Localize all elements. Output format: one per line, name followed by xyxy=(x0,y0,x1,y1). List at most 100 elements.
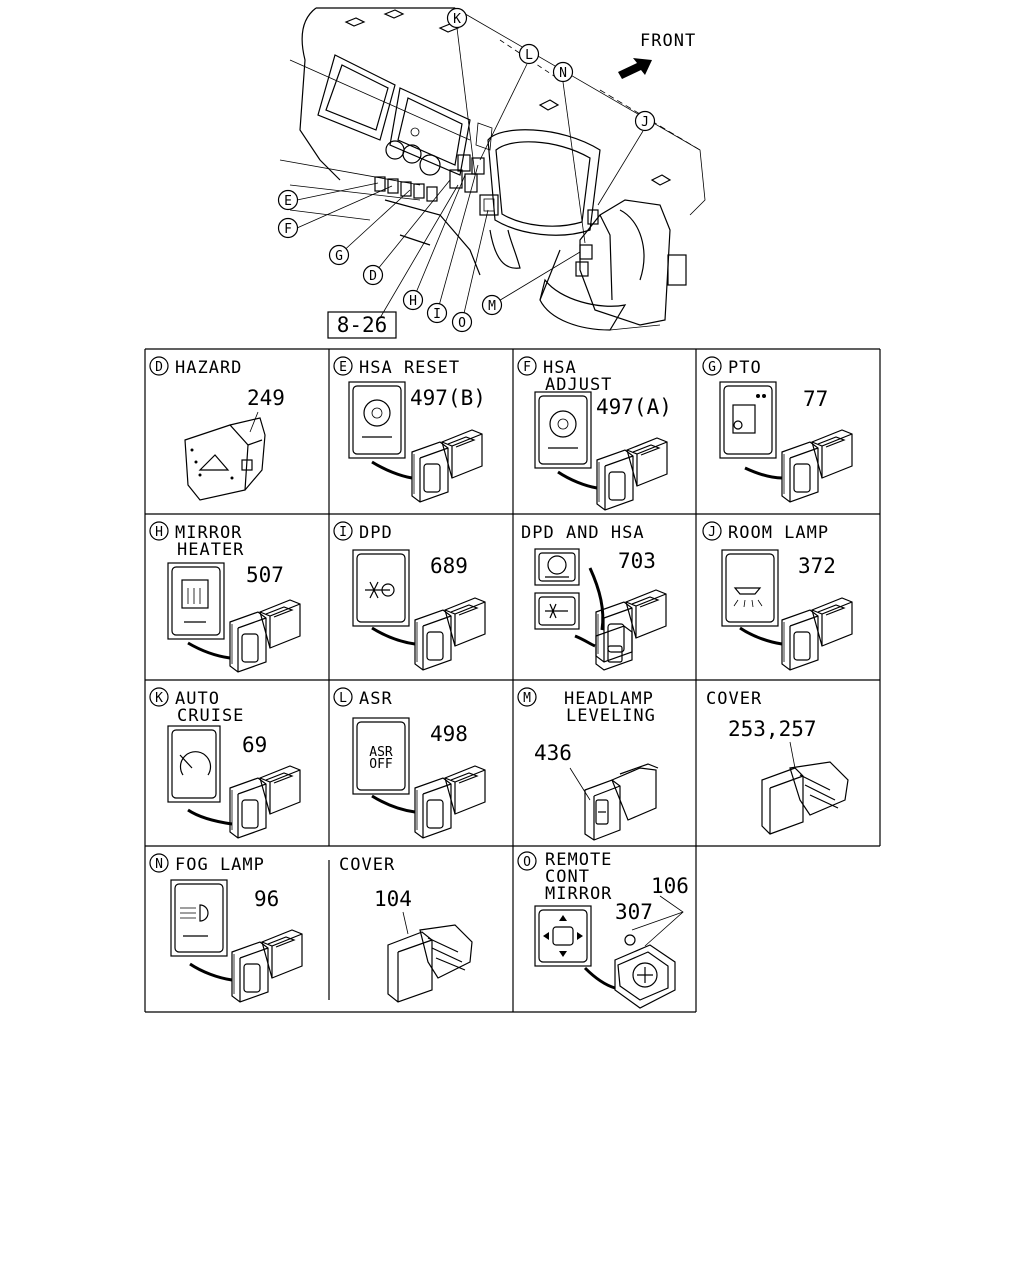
cell-cover-253-257: COVER 253,257 xyxy=(706,689,849,835)
callout-g: G xyxy=(328,244,350,266)
callout-m: M xyxy=(481,294,503,316)
label-text: J xyxy=(708,525,716,540)
label-text: CRUISE xyxy=(177,706,244,726)
reference-box: 8-26 xyxy=(327,311,397,339)
label-text: I xyxy=(433,307,441,322)
label-text: N xyxy=(559,66,567,81)
callout-l: L xyxy=(518,43,540,65)
cell-k-auto-cruise: K AUTO CRUISE 69 xyxy=(149,687,301,839)
cell-g-pto: G PTO 77 xyxy=(702,356,853,503)
mirror-switch xyxy=(614,944,676,1009)
part-number: 436 xyxy=(534,741,572,765)
cell-n-fog-lamp: N FOG LAMP 96 xyxy=(149,853,303,1003)
label-text: K xyxy=(155,691,163,706)
callout-d: D xyxy=(362,264,384,286)
front-label: FRONT xyxy=(640,31,696,51)
part-number: 77 xyxy=(803,387,828,411)
label-text: DPD xyxy=(359,523,393,543)
part-number: 372 xyxy=(798,554,836,578)
label-text: LEVELING xyxy=(566,706,656,726)
part-number: 253,257 xyxy=(728,717,817,741)
label-text: COVER xyxy=(339,855,395,875)
cell-l-asr: L ASR 498 ASR OFF xyxy=(333,687,486,839)
label-text: E xyxy=(284,194,292,209)
label-text: F xyxy=(523,360,531,375)
part-number: 106 xyxy=(651,874,689,898)
callout-j: J xyxy=(634,110,656,132)
label-text: M xyxy=(488,299,496,314)
label-text: 8-26 xyxy=(337,313,388,337)
label-text: HSA xyxy=(543,358,577,378)
cell-o-remote-mirror: O REMOTE CONT MIRROR 106 307 xyxy=(517,850,689,1009)
callout-n: N xyxy=(552,61,574,83)
part-number: 249 xyxy=(247,386,285,410)
callout-k: K xyxy=(446,7,468,29)
part-number: 497(B) xyxy=(410,386,486,410)
part-number: 703 xyxy=(618,549,656,573)
cell-dpd-and-hsa: DPD AND HSA 703 xyxy=(512,514,667,671)
label-text: M xyxy=(523,691,531,706)
label-text: D xyxy=(369,269,377,284)
label-text: H xyxy=(409,294,417,309)
cell-e-hsa-reset: E HSA RESET 497(B) xyxy=(333,356,486,503)
hazard-switch xyxy=(184,417,266,501)
cell-cover-104: COVER 104 xyxy=(339,855,473,1003)
label-text: L xyxy=(525,48,533,63)
label-text: COVER xyxy=(706,689,762,709)
label-text: K xyxy=(453,12,461,27)
callout-h: H xyxy=(402,289,424,311)
label-text: CONT xyxy=(545,867,590,887)
cover-part xyxy=(387,924,473,1003)
label-text: PTO xyxy=(728,358,762,378)
part-number: 69 xyxy=(242,733,267,757)
cover-part xyxy=(761,761,849,835)
cell-d-hazard: D HAZARD 249 xyxy=(149,356,285,501)
part-number: 497(A) xyxy=(596,395,672,419)
dashboard-overview xyxy=(279,7,706,331)
label-text: HEADLAMP xyxy=(564,689,654,709)
cell-i-dpd: I DPD 689 xyxy=(333,521,486,671)
label-text: AUTO xyxy=(175,689,220,709)
label-text: ROOM LAMP xyxy=(728,523,829,543)
label-text: G xyxy=(708,360,716,375)
part-number: 507 xyxy=(246,563,284,587)
label-text: D xyxy=(155,360,163,375)
callout-o: O xyxy=(451,311,473,333)
asr-icon-line1: ASR xyxy=(369,745,393,760)
label-text: ADJUST xyxy=(545,375,612,395)
label-text: L xyxy=(339,691,347,706)
label-text: HSA RESET xyxy=(359,358,460,378)
label-text: HEATER xyxy=(177,540,244,560)
label-text: FOG LAMP xyxy=(175,855,265,875)
label-text: O xyxy=(523,855,531,870)
label-text: F xyxy=(284,222,292,237)
part-number: 104 xyxy=(374,887,412,911)
label-text: N xyxy=(155,857,163,872)
label-text: HAZARD xyxy=(175,358,242,378)
cell-f-hsa-adjust: F HSA ADJUST 497(A) xyxy=(517,356,672,511)
label-text: O xyxy=(458,316,466,331)
label-text: REMOTE xyxy=(545,850,612,870)
label-text: I xyxy=(339,525,347,540)
callout-f: F xyxy=(277,217,299,239)
label-text: DPD AND HSA xyxy=(521,523,645,543)
callout-leaders xyxy=(296,27,644,323)
part-number: 96 xyxy=(254,887,279,911)
label-text: MIRROR xyxy=(175,523,242,543)
label-text: G xyxy=(335,249,343,264)
cell-j-room-lamp: J ROOM LAMP 372 xyxy=(702,521,853,671)
dual-switch xyxy=(595,589,667,671)
label-text: J xyxy=(641,115,649,130)
part-number: 689 xyxy=(430,554,468,578)
asr-icon-line2: OFF xyxy=(369,757,393,772)
front-indicator: FRONT xyxy=(618,31,696,79)
label-text: E xyxy=(339,360,347,375)
leveling-switch xyxy=(584,763,659,841)
cell-h-mirror-heater: H MIRROR HEATER 507 xyxy=(149,521,301,673)
callout-e: E xyxy=(277,189,299,211)
part-number: 498 xyxy=(430,722,468,746)
part-number: 307 xyxy=(615,900,653,924)
parts-grid xyxy=(144,348,881,1013)
label-text: H xyxy=(155,525,163,540)
label-text: ASR xyxy=(359,689,393,709)
